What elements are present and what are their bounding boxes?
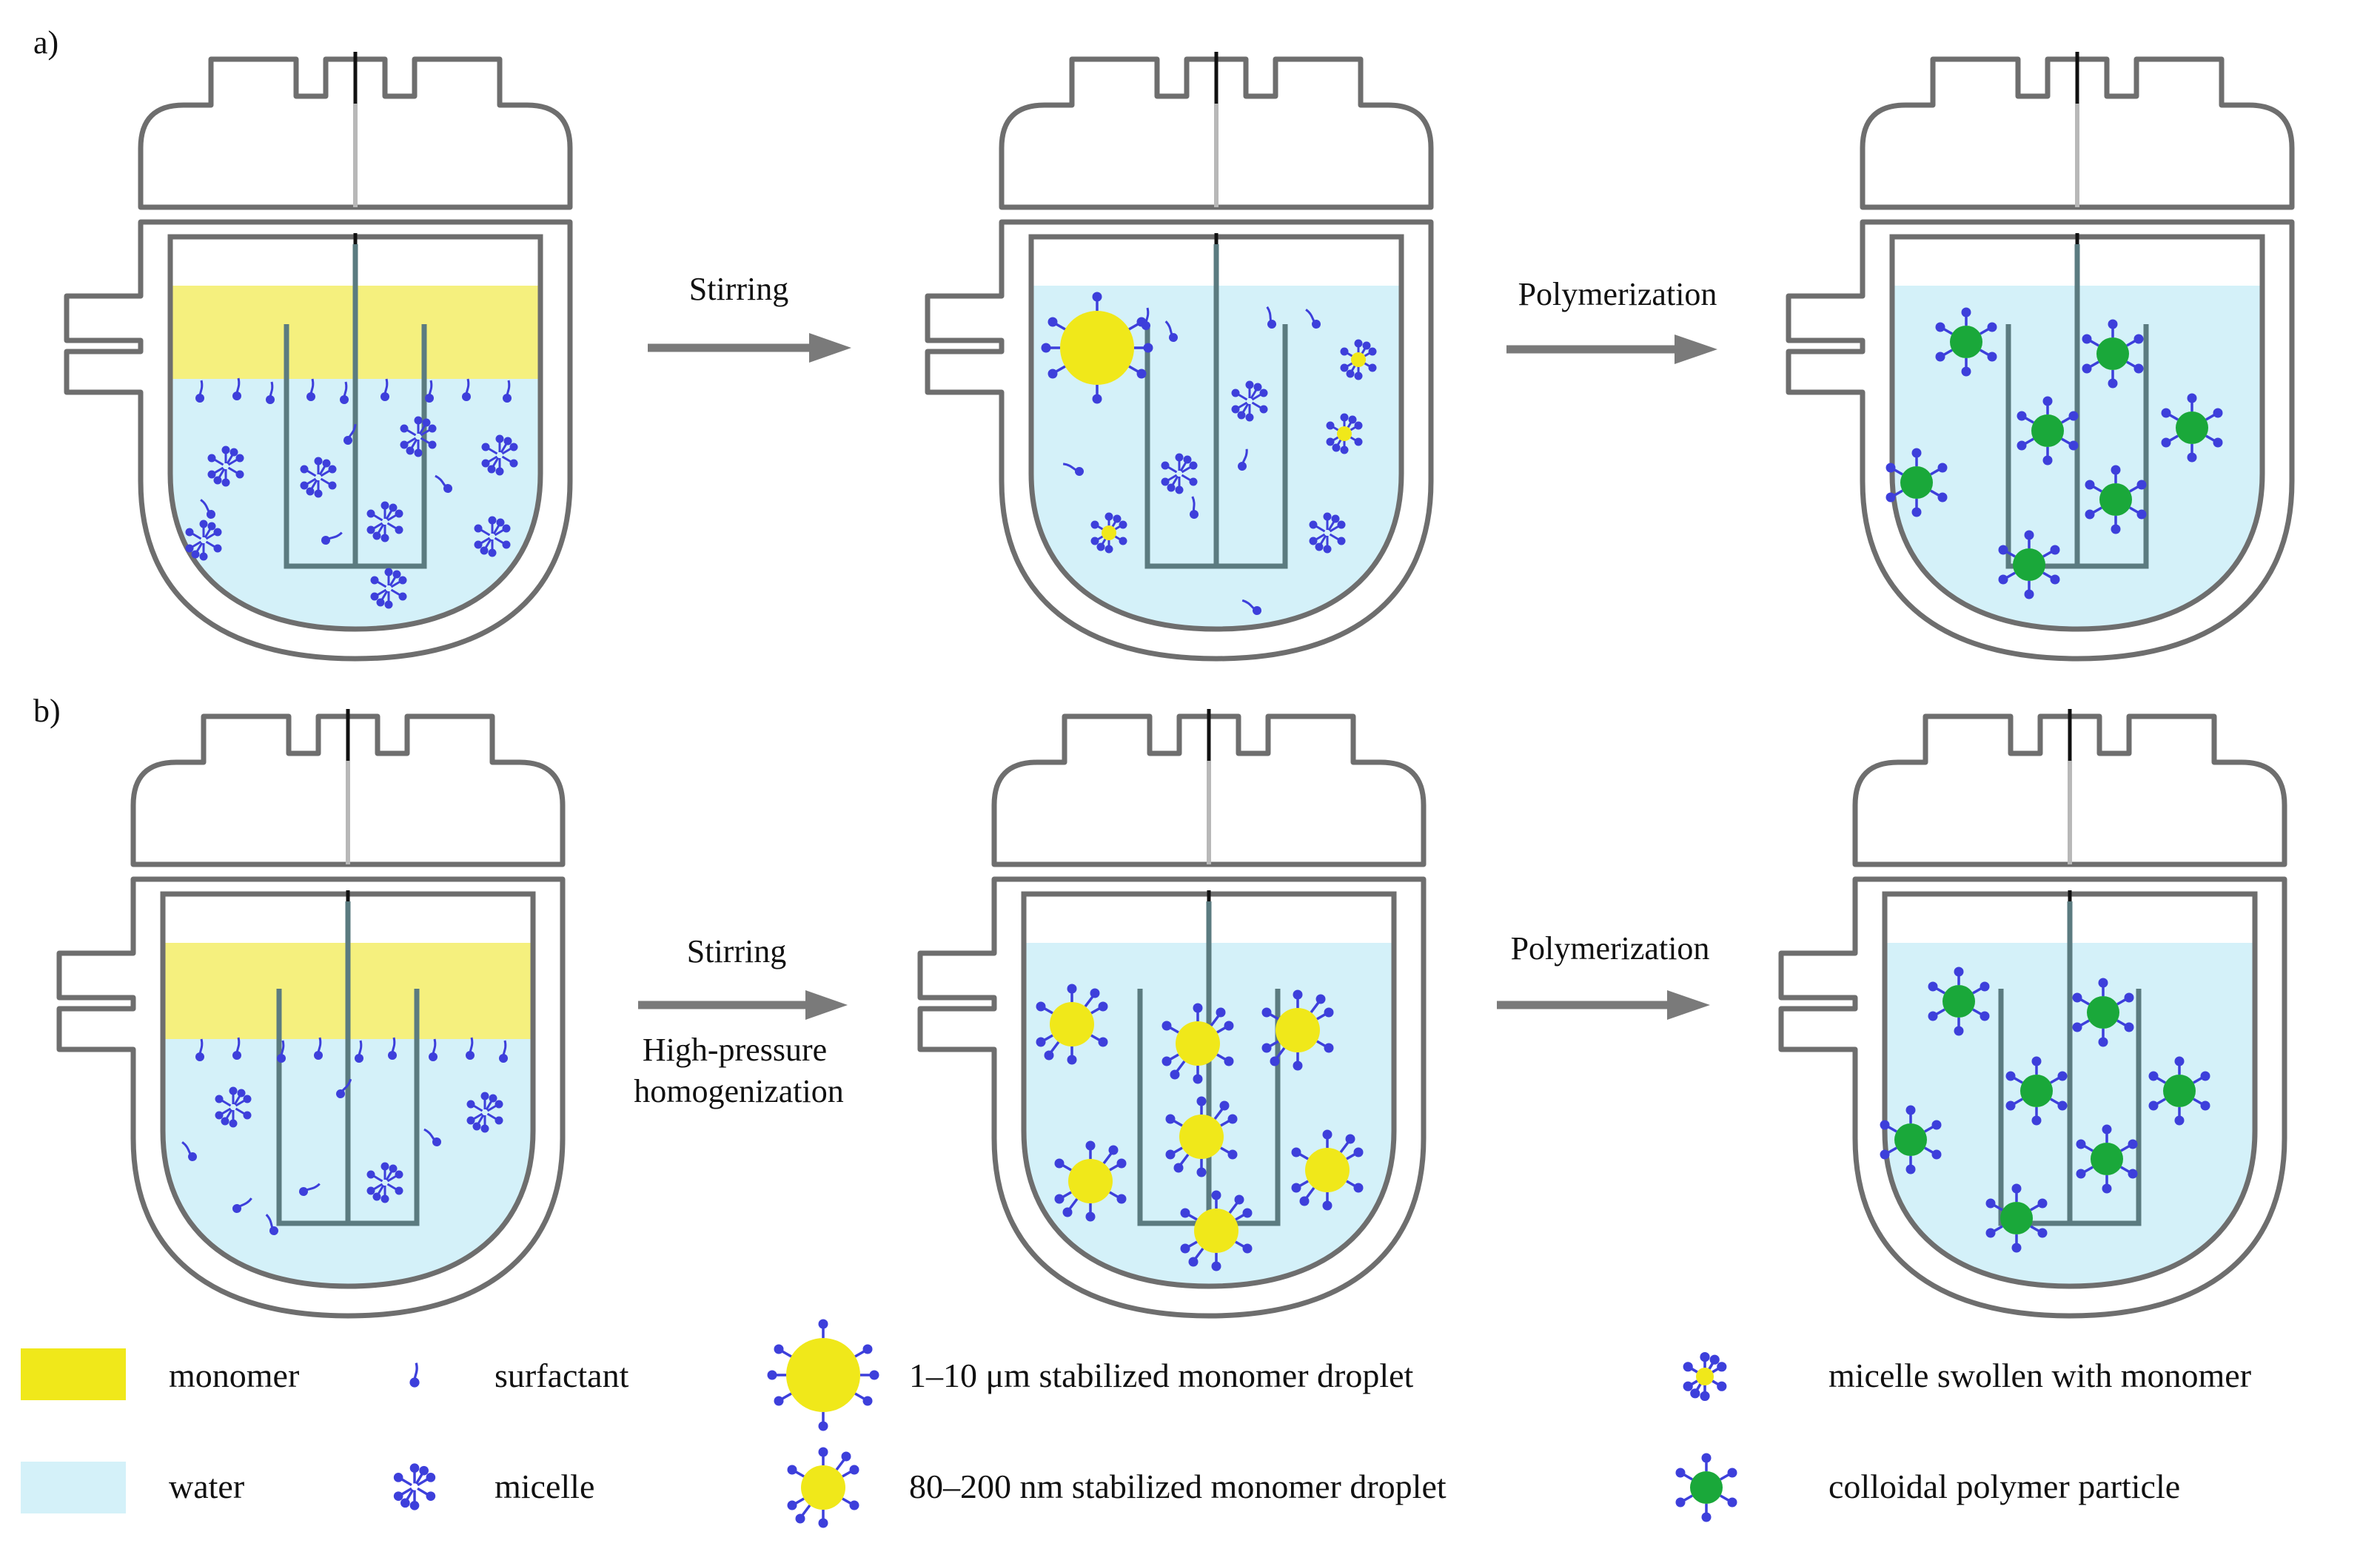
panel-a-label: a): [33, 24, 58, 61]
legend-polymer-particle-icon: [1674, 1451, 1739, 1524]
legend-water-label: water: [169, 1468, 244, 1505]
step-label-stirring-b: Stirring: [687, 933, 786, 969]
step-label-homogenization-b: High-pressure homogenization: [634, 1032, 844, 1109]
legend-large-droplet-icon: [765, 1317, 881, 1433]
stirrer: [284, 244, 427, 569]
reactor-b1: [59, 709, 563, 1316]
stirrer: [1998, 901, 2142, 1226]
arrow-stirring-b: [638, 990, 848, 1020]
legend-water-swatch: [21, 1462, 126, 1513]
arrow-stirring-a: [648, 333, 851, 363]
reactor-a2: [928, 52, 1431, 659]
legend-small-droplet-icon: [785, 1445, 861, 1530]
reactor-a3: [1789, 52, 2292, 659]
reactor-a1: [67, 52, 570, 659]
step-label-polymerization-b: Polymerization: [1511, 930, 1710, 967]
stirrer: [2005, 244, 2149, 569]
legend-surfactant-icon: [408, 1361, 421, 1389]
legend-surfactant-label: surfactant: [495, 1357, 629, 1394]
legend-micelle-icon: [392, 1462, 437, 1512]
step-label-polymerization-a: Polymerization: [1518, 276, 1717, 312]
legend-micelle-label: micelle: [495, 1468, 594, 1505]
legend-swollen-micelle-label: micelle swollen with monomer: [1828, 1357, 2251, 1394]
arrow-polymerization-b: [1497, 990, 1710, 1020]
legend-swollen-micelle-icon: [1683, 1352, 1727, 1401]
step-label-stirring-a: Stirring: [689, 271, 788, 307]
arrow-polymerization-a: [1506, 335, 1717, 364]
legend-small-droplet-label: 80–200 nm stabilized monomer droplet: [909, 1468, 1447, 1505]
reactor-b2: [920, 709, 1424, 1316]
stirrer: [1144, 244, 1288, 569]
legend-large-droplet-label: 1–10 μm stabilized monomer droplet: [909, 1357, 1414, 1394]
stirrer: [276, 901, 420, 1226]
legend-monomer-swatch: [21, 1348, 126, 1400]
legend-polymer-particle-label: colloidal polymer particle: [1828, 1468, 2180, 1505]
panel-b-label: b): [33, 693, 61, 729]
reactor-b3: [1781, 709, 2285, 1316]
legend-monomer-label: monomer: [169, 1357, 299, 1394]
legend: monomer water surfactant micelle 1–10 μm…: [21, 1317, 2251, 1530]
